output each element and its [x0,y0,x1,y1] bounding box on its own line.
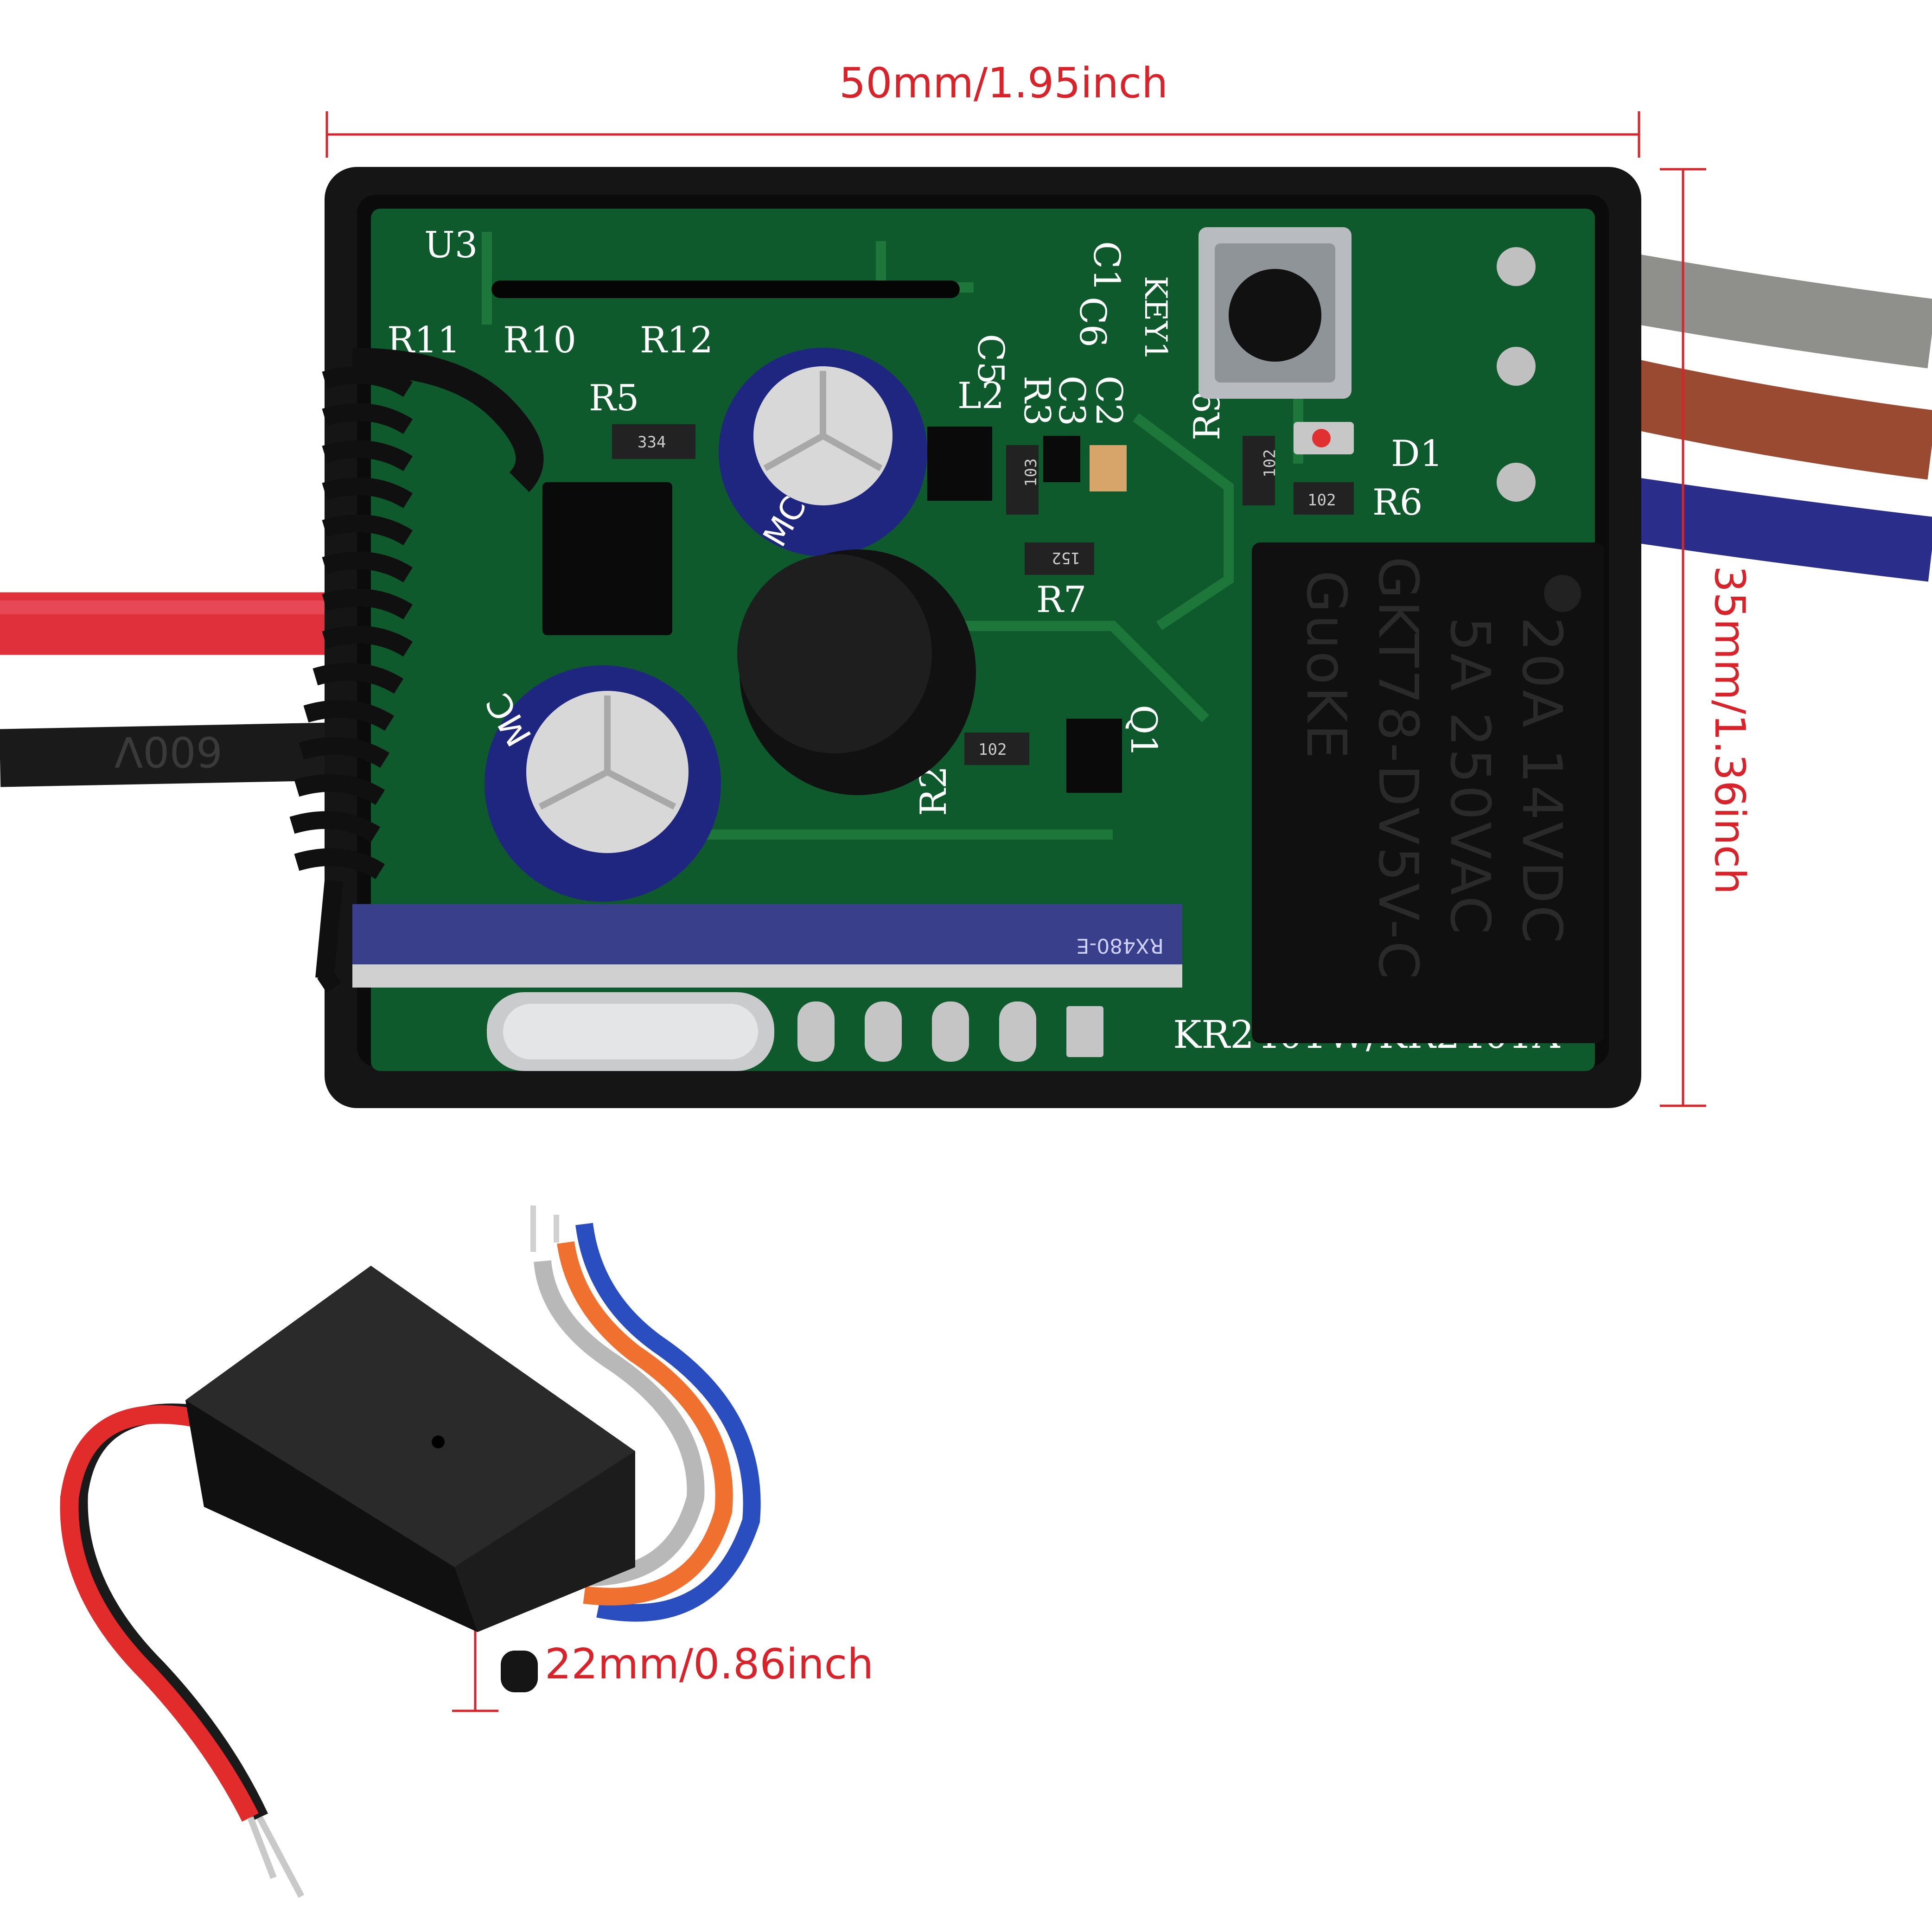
label-r3: R3 [1016,376,1058,426]
label-r10: R10 [503,319,576,361]
label-l2: L2 [957,375,1004,417]
ic-chip [542,482,672,635]
resistor-code-334: 334 [638,433,666,452]
dim-height-label: 35mm/1.36inch [1705,566,1754,894]
smd-resistors: 334 102 102 103 152 102 [612,424,1354,765]
inductor [737,549,976,795]
product-closed [60,1205,761,1898]
capacitor-bottom: MC [478,665,721,902]
receiver-module-label: RX480-E [1077,934,1164,957]
resistor-code-r6: 102 [1307,491,1336,510]
label-c3: C3 [1051,376,1092,426]
silkscreen-labels: U3 R11 R10 R12 R5 L2 C5 C6 C1 C2 C3 R3 K… [387,224,1561,1057]
capacitor-top: MC [719,348,927,556]
label-r5: R5 [589,377,639,419]
relay-model: GKT78-DV5V-C [1366,556,1430,981]
label-r12: R12 [640,319,713,361]
label-u3: U3 [424,224,478,266]
relay-brand: GuoKE [1294,570,1358,760]
label-d1: D1 [1391,433,1443,475]
label-c6: C6 [1071,297,1113,347]
label-r7: R7 [1036,579,1086,621]
label-key1: KEY1 [1138,276,1173,361]
label-c1: C1 [1085,241,1127,292]
label-c5: C5 [969,334,1011,384]
resistor-code-r7: 152 [1052,548,1080,567]
left-power-wires: 600V [0,592,353,787]
label-r6: R6 [1372,482,1422,523]
resistor-code-r2: 102 [978,740,1007,759]
wire-marking: 600V [115,727,223,776]
resistor-code-r9: 102 [1261,449,1279,478]
dim-width-label: 50mm/1.95inch [839,59,1168,108]
header-pins [797,1001,1103,1062]
receiver-module: RX480-E [352,904,1182,988]
resistor-code-r3: 103 [1022,459,1040,487]
relay: GuoKE GKT78-DV5V-C 5A 250VAC 20A 14VDC [1252,542,1604,1043]
label-q1: Q1 [1122,705,1164,758]
label-c2: C2 [1088,376,1129,426]
transistor-q1 [1066,719,1122,793]
dim-depth-label: 22mm/0.86inch [545,1640,874,1689]
relay-rating-ac: 5A 250VAC [1438,617,1502,936]
relay-rating-dc: 20A 14VDC [1510,617,1574,945]
pairing-button [1199,227,1352,399]
